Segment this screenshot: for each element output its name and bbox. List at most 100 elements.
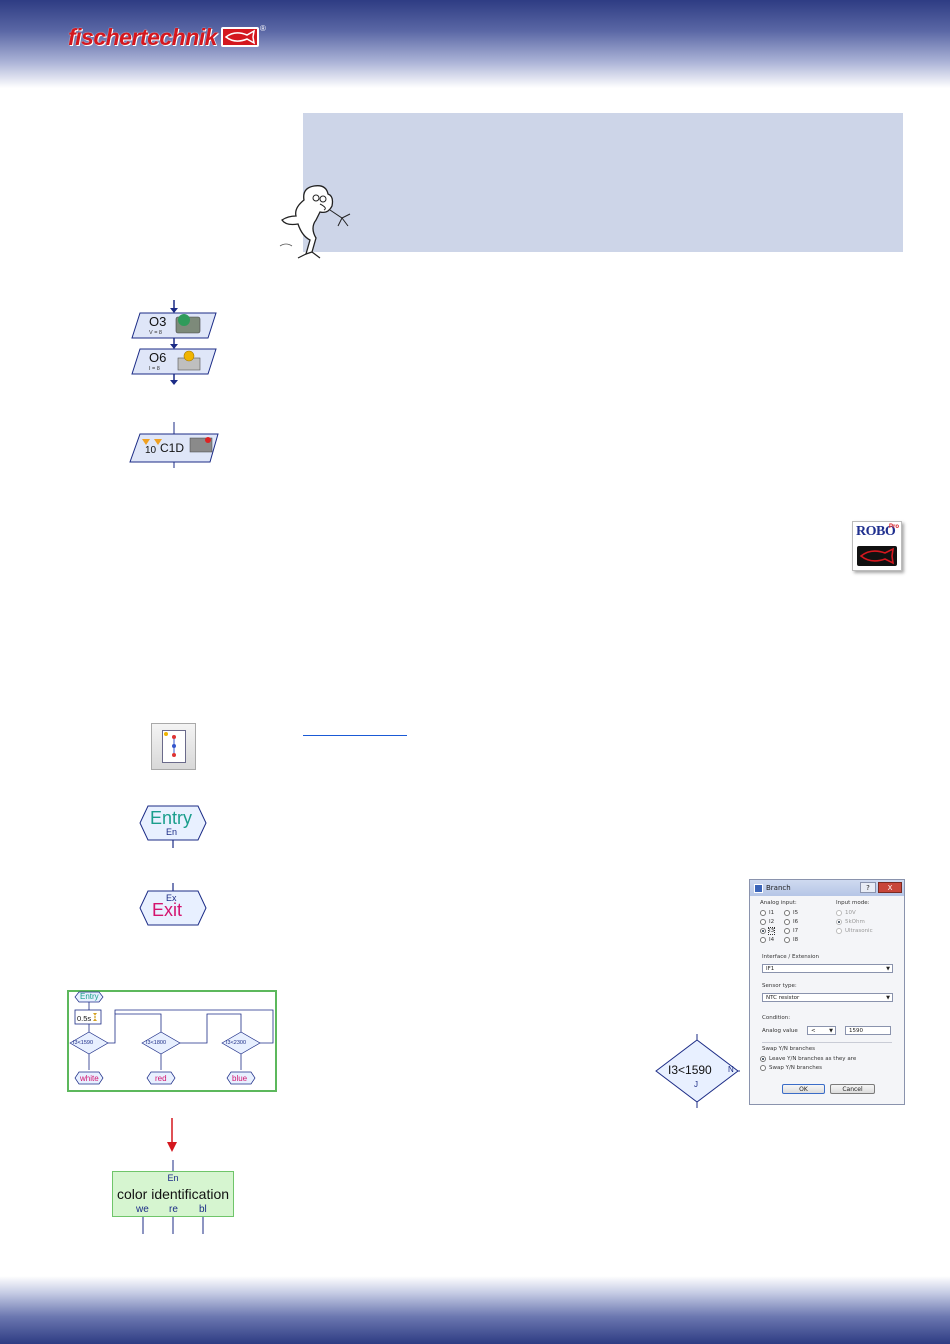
swap-label: Swap Y/N branches	[762, 1046, 816, 1052]
o3-label: O3	[149, 314, 167, 329]
dialog-body: Analog input: Input mode: I1 I2 I3 I4 I5…	[750, 896, 904, 1104]
swap-branches-label: Swap Y/N branches	[769, 1065, 823, 1071]
chevron-down-icon: ▼	[829, 1028, 833, 1034]
dialog-separator	[762, 1042, 892, 1043]
mode-10v-label: 10V	[845, 910, 856, 916]
entry-symbol	[139, 805, 207, 848]
fischertechnik-logo: fischertechnik ®	[68, 24, 266, 50]
subprogram-page-icon	[162, 730, 186, 763]
radio-mode-5kohm[interactable]	[836, 919, 842, 925]
help-button[interactable]: ?	[860, 882, 876, 893]
condition-label: Condition:	[762, 1015, 791, 1021]
o6-sub: I = 8	[149, 366, 160, 372]
radio-swap-branches[interactable]	[760, 1065, 766, 1071]
subprogram-block: En color identification we re bl	[112, 1171, 234, 1217]
interface-value: IF1	[766, 965, 775, 972]
radio-i1-label: I1	[769, 910, 775, 916]
branch-dialog: Branch ? X Analog input: Input mode: I1 …	[749, 879, 905, 1105]
output-blocks	[131, 300, 217, 385]
cancel-button[interactable]: Cancel	[830, 1084, 875, 1094]
close-button[interactable]: X	[878, 882, 902, 893]
branch-yes: J	[694, 1080, 698, 1089]
subprogram-lines	[142, 1160, 204, 1234]
sensor-type-value: NTC resistor	[766, 994, 800, 1001]
prog-wait: 0.5s	[77, 1014, 92, 1023]
radio-i1[interactable]	[760, 910, 766, 916]
entry-sub: En	[166, 827, 178, 837]
subprogram-entry: En	[167, 1173, 179, 1183]
prog-branch-3: I3<2300	[226, 1040, 247, 1046]
exit-label: Exit	[152, 900, 183, 920]
prog-out-2: red	[155, 1074, 167, 1083]
sensor-type-label: Sensor type:	[762, 983, 797, 989]
o6-label: O6	[149, 350, 167, 365]
dialog-app-icon	[754, 883, 763, 893]
analog-value: 1590	[849, 1027, 863, 1034]
leave-branches-label: Leave Y/N branches as they are	[769, 1056, 857, 1062]
operator-select[interactable]: < ▼	[807, 1026, 836, 1035]
robo-text: ROBO	[856, 524, 896, 539]
radio-i3-label: I3	[767, 927, 776, 935]
radio-i8-label: I8	[793, 937, 799, 943]
header-band	[0, 0, 950, 88]
analog-value-input[interactable]: 1590	[845, 1026, 891, 1035]
interface-label: Interface / Extension	[762, 954, 819, 960]
radio-mode-ultrasonic[interactable]	[836, 928, 842, 934]
red-down-arrow	[167, 1118, 177, 1152]
prog-branch-1: I3<1590	[73, 1040, 94, 1046]
logo-text: fischertechnik	[68, 23, 217, 50]
subprogram-out-2: re	[169, 1204, 178, 1215]
fish-logo-icon	[220, 27, 259, 47]
subprogram-out-3: bl	[199, 1204, 207, 1215]
branch-condition: I3<1590	[668, 1063, 712, 1077]
mode-5kohm-label: 5kOhm	[845, 919, 865, 925]
robo-pro-badge: ROBO Pro	[852, 521, 902, 571]
mascot-illustration	[279, 185, 351, 259]
radio-i3[interactable]	[760, 928, 766, 934]
radio-i5-label: I5	[793, 910, 799, 916]
radio-i8[interactable]	[784, 937, 790, 943]
counter-block	[129, 422, 219, 468]
subprogram-palette-button[interactable]	[151, 723, 196, 770]
entry-label: Entry	[150, 808, 193, 828]
robo-fish-icon	[857, 546, 897, 566]
radio-i2-label: I2	[769, 919, 775, 925]
radio-leave-branches[interactable]	[760, 1056, 766, 1062]
input-mode-label: Input mode:	[836, 900, 870, 906]
mode-ultrasonic-label: Ultrasonic	[845, 928, 873, 934]
chevron-down-icon: ▼	[886, 966, 890, 972]
prog-out-3: blue	[232, 1074, 248, 1083]
exit-symbol	[139, 883, 207, 926]
prog-out-1: white	[80, 1074, 99, 1083]
analog-input-label: Analog input:	[760, 900, 797, 906]
radio-i6[interactable]	[784, 919, 790, 925]
sensor-type-select[interactable]: NTC resistor ▼	[762, 993, 893, 1002]
prog-entry: Entry	[80, 992, 99, 1001]
hyperlink-underline[interactable]	[303, 735, 407, 736]
analog-value-label: Analog value	[762, 1028, 798, 1034]
tip-box	[303, 113, 903, 252]
program-flow-lines	[69, 991, 274, 1085]
radio-i2[interactable]	[760, 919, 766, 925]
chevron-down-icon: ▼	[886, 995, 890, 1001]
radio-i4-label: I4	[769, 937, 775, 943]
operator-value: <	[811, 1027, 816, 1034]
subprogram-title: color identification	[116, 1186, 230, 1202]
ok-button[interactable]: OK	[782, 1084, 825, 1094]
radio-i5[interactable]	[784, 910, 790, 916]
dialog-title: Branch	[766, 884, 791, 892]
branch-diamond	[655, 1034, 740, 1108]
counter-label: C1D	[160, 441, 185, 455]
radio-mode-10v[interactable]	[836, 910, 842, 916]
footer-band	[0, 1276, 950, 1344]
o3-sub: V = 8	[149, 330, 162, 336]
radio-i7[interactable]	[784, 928, 790, 934]
exit-sub: Ex	[166, 893, 177, 903]
radio-i7-label: I7	[793, 928, 799, 934]
radio-i6-label: I6	[793, 919, 799, 925]
interface-select[interactable]: IF1 ▼	[762, 964, 893, 973]
radio-i4[interactable]	[760, 937, 766, 943]
prog-branch-2: I3<1800	[146, 1040, 167, 1046]
branch-no: N	[728, 1065, 734, 1074]
counter-count: 10	[145, 445, 157, 456]
